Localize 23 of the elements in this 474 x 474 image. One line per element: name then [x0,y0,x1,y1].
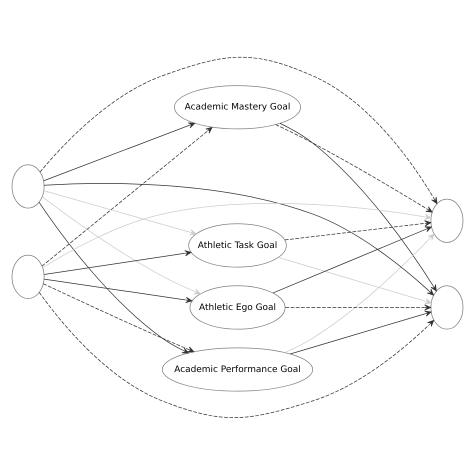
arrow [284,233,434,352]
arrow [43,182,434,295]
arrow [41,196,200,294]
node-ellipse [11,254,44,298]
node-ellipse [430,198,463,242]
arrow [42,202,431,268]
arrow [41,126,212,266]
arrow [274,124,432,212]
arrow [39,56,437,204]
arrow [284,220,431,240]
arrow [43,250,191,274]
arrow [277,256,432,304]
arrow [272,226,432,293]
node-ellipse: Athletic Ego Goal [189,284,285,330]
arrow [38,201,188,353]
arrow [42,122,195,181]
arrow [289,310,432,354]
arrow [43,278,192,303]
arrow [279,122,436,291]
arrow [38,292,434,418]
arrow [284,304,431,310]
arrow [43,190,196,235]
node-ellipse [11,164,44,208]
